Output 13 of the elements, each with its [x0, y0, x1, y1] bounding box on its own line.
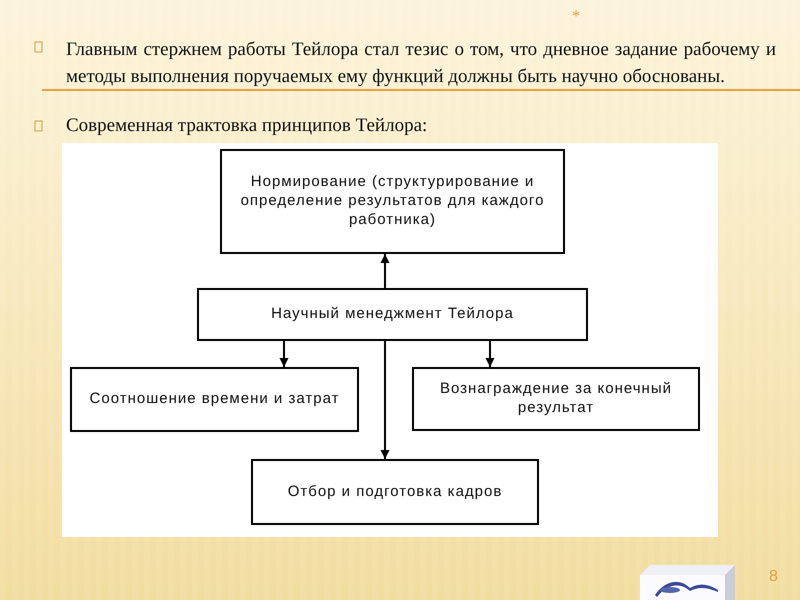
- process-box: Нормирование (структурирование и определение результатов для каждого работника): [220, 149, 565, 254]
- arrow: [280, 341, 288, 367]
- process-box: Научный менеджмент Тейлора: [197, 288, 588, 341]
- arrow: [380, 341, 390, 459]
- decorative-mark: *: [572, 8, 580, 26]
- arrow: [380, 254, 390, 288]
- page-number: 8: [769, 568, 778, 586]
- bullet-text: Главным стержнем работы Тейлора стал тезис о том, что дневное задание рабочему и методы выполнения поручаемых ему функций должны быть научно обоснованы.: [66, 38, 776, 89]
- process-box: Соотношение времени и затрат: [70, 367, 359, 432]
- arrow: [486, 341, 494, 367]
- process-box: Отбор и подготовка кадров: [251, 459, 539, 525]
- process-box: Вознаграждение за конечный результат: [412, 367, 700, 431]
- bullet-text: Современная трактовка принципов Тейлора:: [66, 115, 428, 137]
